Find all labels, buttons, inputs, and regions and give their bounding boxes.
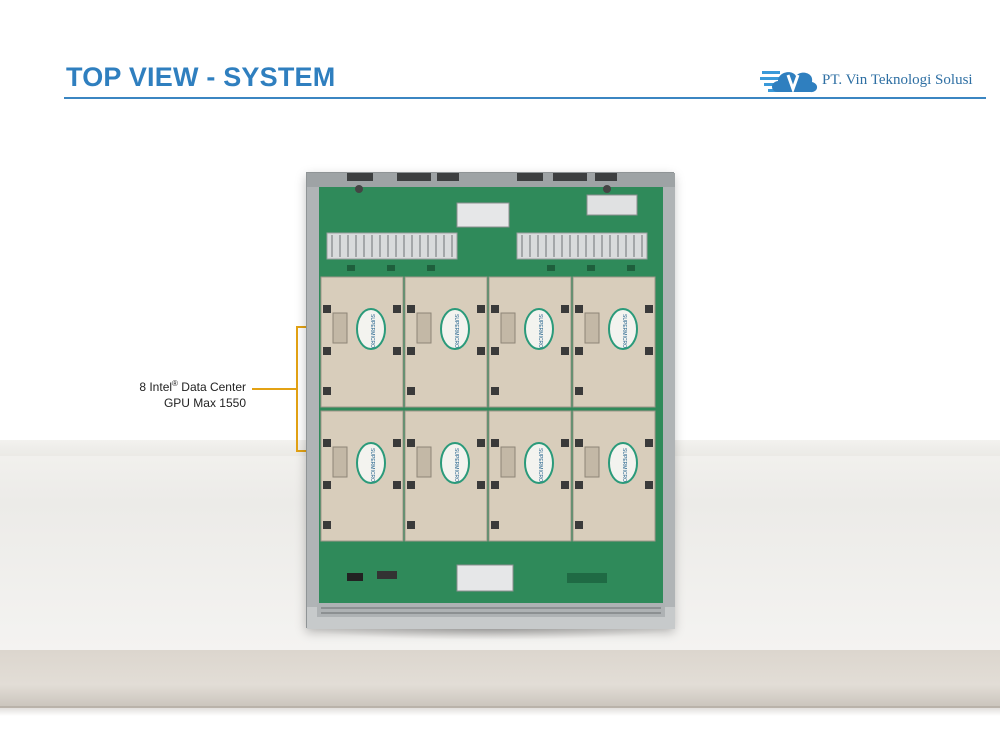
gpu-module: SUPERMICRO: [320, 276, 404, 408]
company-logo: PT. Vin Teknologi Solusi: [760, 62, 990, 98]
brand-badge: [608, 442, 638, 484]
brand-label: SUPERMICRO: [453, 314, 459, 348]
registered-mark: ®: [172, 379, 178, 388]
brand-badge: [524, 442, 554, 484]
gpu-module: SUPERMICRO: [572, 410, 656, 542]
brand-badge: [356, 308, 386, 350]
gpu-module: SUPERMICRO: [404, 276, 488, 408]
gpu-module: SUPERMICRO: [488, 410, 572, 542]
table-edge: [0, 650, 1000, 716]
brand-label: SUPERMICRO: [537, 314, 543, 348]
brand-label: SUPERMICRO: [369, 314, 375, 348]
gpu-module: SUPERMICRO: [488, 276, 572, 408]
gpu-module-grid: SUPERMICRO SUPERMICRO SUPERMICRO SUPERMICRO…: [320, 276, 656, 542]
callout-line1-prefix: 8 Intel: [139, 380, 173, 394]
callout-line2: GPU Max 1550: [163, 396, 246, 410]
brand-label: SUPERMICRO: [621, 448, 627, 482]
callout-bracket: [296, 326, 306, 452]
title-underline: [64, 97, 986, 99]
rear-connectors: [347, 173, 617, 181]
brand-badge: [524, 308, 554, 350]
callout-line1-suffix: Data Center: [177, 380, 246, 394]
gpu-module: SUPERMICRO: [572, 276, 656, 408]
brand-label: SUPERMICRO: [369, 448, 375, 482]
gpu-module: SUPERMICRO: [320, 410, 404, 542]
brand-badge: [440, 442, 470, 484]
v-cloud-logo-icon: [760, 71, 818, 94]
brand-badge: [608, 308, 638, 350]
server-board-drawing: SUPERMICRO SUPERMICRO SUPERMICRO SUPERMICRO…: [307, 173, 675, 629]
bottom-bridge: [456, 564, 514, 592]
front-panel: [317, 603, 665, 617]
page-title: TOP VIEW - SYSTEM: [66, 62, 336, 92]
brand-label: SUPERMICRO: [537, 448, 543, 482]
brand-badge: [356, 442, 386, 484]
brand-badge: [440, 308, 470, 350]
brand-label: SUPERMICRO: [453, 448, 459, 482]
gpu-module: SUPERMICRO: [404, 410, 488, 542]
server-chassis: SUPERMICRO SUPERMICRO SUPERMICRO SUPERMICRO…: [306, 172, 675, 629]
gpu-callout-label: 8 Intel® Data Center GPU Max 1550: [116, 376, 246, 411]
brand-label: SUPERMICRO: [621, 314, 627, 348]
callout-leader-line: [252, 388, 297, 390]
company-name: PT. Vin Teknologi Solusi: [822, 72, 973, 88]
